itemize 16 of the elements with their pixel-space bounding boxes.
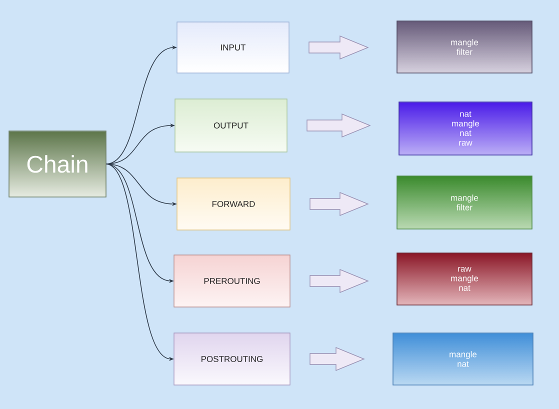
table-list-box: mangle nat	[392, 332, 534, 386]
chain-name-box: FORWARD	[176, 178, 290, 230]
block-arrow	[306, 113, 371, 138]
chain-name-box: PREROUTING	[174, 254, 290, 308]
table-list-box: mangle filter	[396, 20, 532, 74]
chain-name-box: POSTROUTING	[174, 332, 290, 386]
table-list-box: nat mangle nat raw	[398, 102, 532, 156]
block-arrow	[308, 35, 369, 60]
table-list-box: raw mangle nat	[396, 252, 532, 306]
chain-box: Chain	[8, 130, 106, 198]
table-list-box: mangle filter	[396, 176, 532, 230]
block-arrow	[310, 192, 369, 216]
chain-name-box: OUTPUT	[174, 98, 288, 152]
block-arrow	[310, 268, 369, 294]
chain-name-box: INPUT	[176, 22, 290, 74]
block-arrow	[310, 346, 365, 372]
